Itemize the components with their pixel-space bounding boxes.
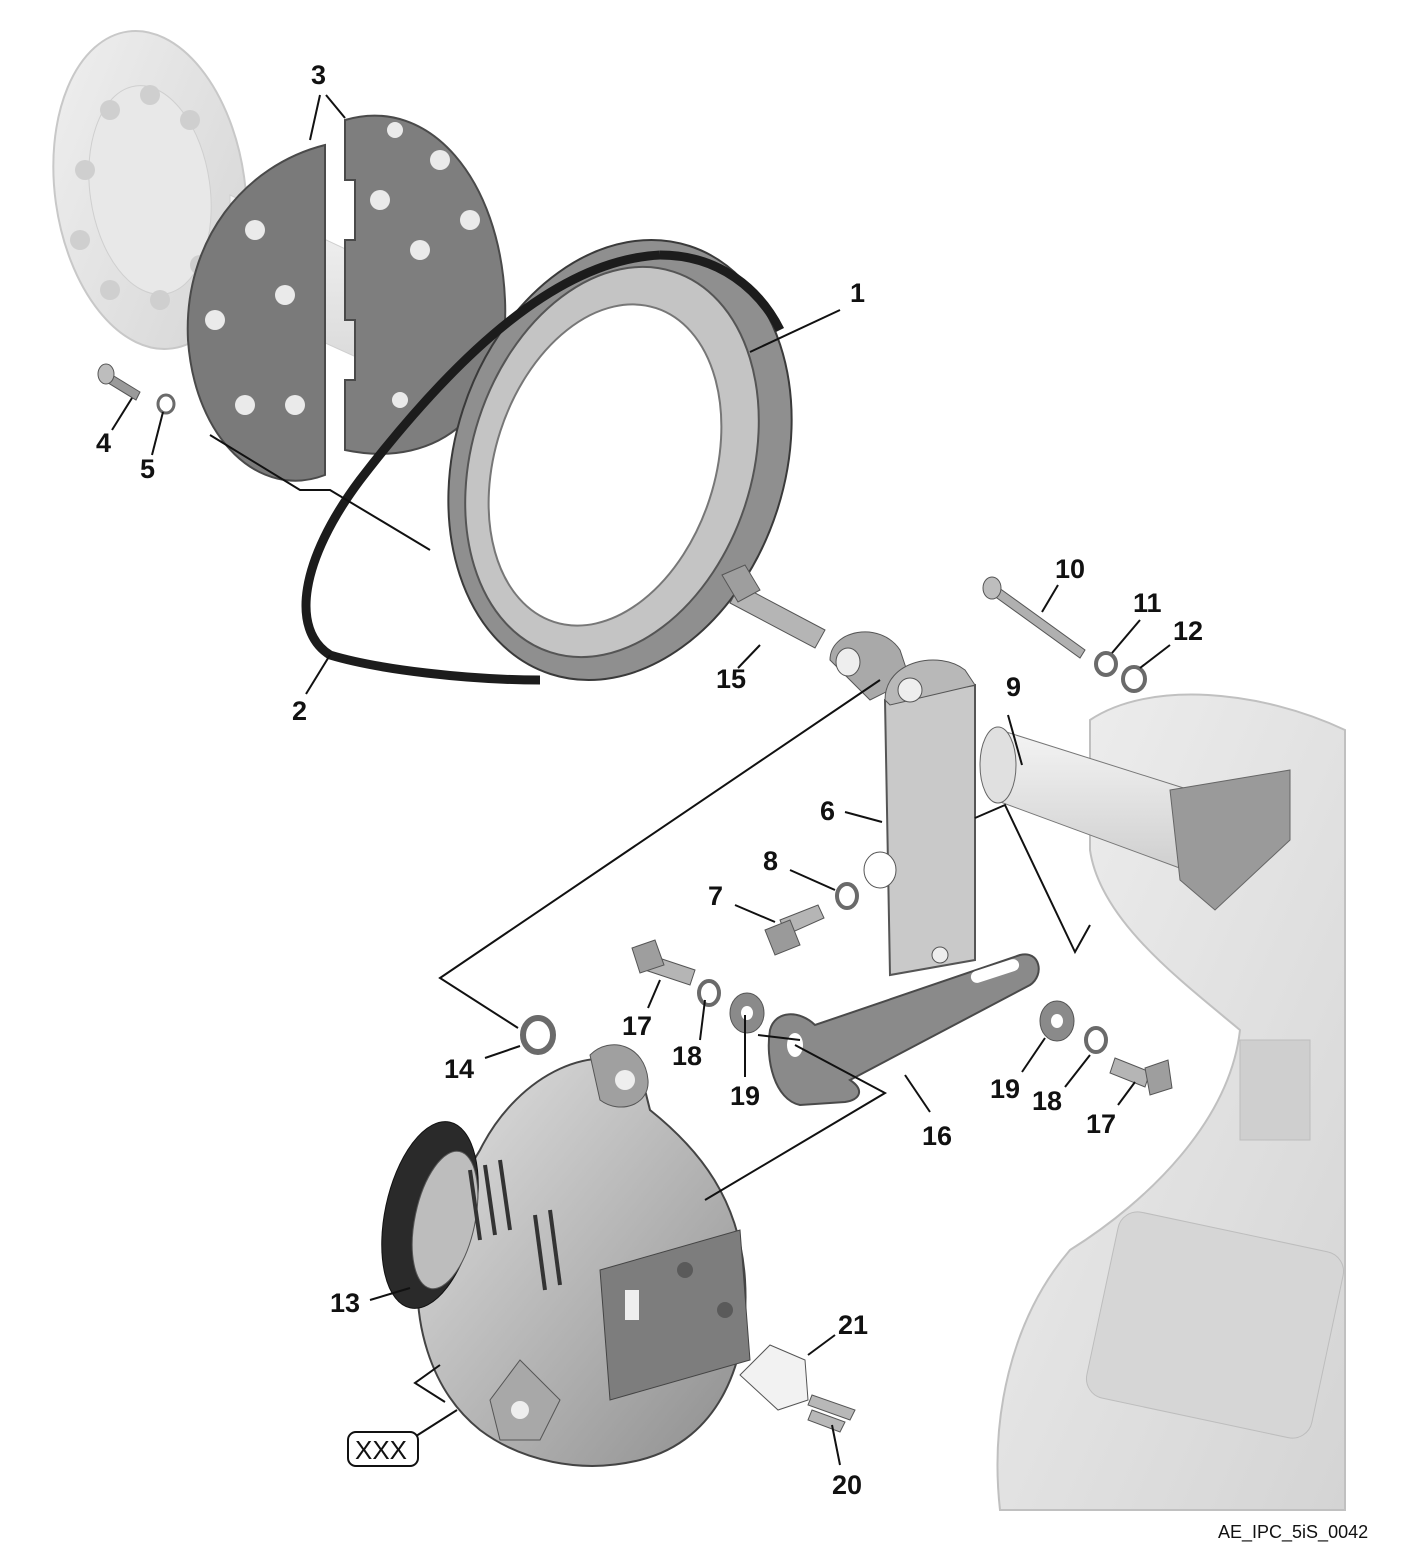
- flywheel-hub-ghost: [52, 30, 248, 350]
- hex-bolt-left: [631, 939, 696, 986]
- callout-4: 4: [96, 428, 111, 458]
- callout-7: 7: [708, 881, 723, 911]
- washer-18-right: [1084, 1026, 1108, 1054]
- connector-housing: [739, 1344, 809, 1411]
- callout-19-left: 19: [730, 1081, 760, 1111]
- alternator: [381, 1044, 751, 1467]
- callout-8: 8: [763, 846, 778, 876]
- small-washer: [156, 393, 176, 415]
- connector-terminals: [807, 1394, 856, 1433]
- callout-18-left: 18: [672, 1041, 702, 1071]
- hex-bolt-right: [1109, 1057, 1173, 1096]
- callout-5: 5: [140, 454, 155, 484]
- washer-18-left: [697, 979, 721, 1007]
- long-bolt: [982, 576, 1086, 659]
- coupling-plate-right: [344, 114, 507, 455]
- callout-labels: 1 2 3 4 5 6 7 8 9 10 11 12 13 14 15 16 1…: [96, 60, 1203, 1500]
- callout-3: 3: [311, 60, 326, 90]
- washer-19-left: [729, 992, 765, 1034]
- washer-8: [835, 882, 859, 910]
- callout-10: 10: [1055, 554, 1085, 584]
- coupling-plate-left: [186, 143, 326, 482]
- callout-20: 20: [832, 1470, 862, 1500]
- callout-18-right: 18: [1032, 1086, 1062, 1116]
- callout-17-right: 17: [1086, 1109, 1116, 1139]
- callout-13: 13: [330, 1288, 360, 1318]
- callout-1: 1: [850, 278, 865, 308]
- callout-14: 14: [444, 1054, 474, 1084]
- callout-12: 12: [1173, 616, 1203, 646]
- drive-belt: [301, 250, 785, 685]
- callout-15: 15: [716, 664, 746, 694]
- washer-14: [520, 1015, 556, 1055]
- callout-16: 16: [922, 1121, 952, 1151]
- callout-21: 21: [838, 1310, 868, 1340]
- callout-2: 2: [292, 696, 307, 726]
- pivot-bolt: [721, 564, 826, 649]
- callout-6: 6: [820, 796, 835, 826]
- washer-11: [1094, 651, 1118, 677]
- engine-block-ghost: [996, 693, 1346, 1511]
- small-bolt: [97, 363, 141, 401]
- washer-19-right: [1039, 1000, 1075, 1042]
- reference-box: XXX: [347, 1431, 419, 1467]
- document-id: AE_IPC_5iS_0042: [1218, 1522, 1368, 1543]
- callout-19-right: 19: [990, 1074, 1020, 1104]
- callout-9: 9: [1006, 672, 1021, 702]
- socket-bolt: [764, 904, 825, 956]
- washer-12: [1121, 665, 1147, 693]
- pulley: [447, 239, 793, 681]
- leader-lines: [111, 94, 1171, 1466]
- reference-box-label: XXX: [355, 1435, 407, 1465]
- support-shaft: [979, 726, 1291, 911]
- callout-17-left: 17: [622, 1011, 652, 1041]
- support-bracket: [829, 631, 976, 977]
- callout-11: 11: [1133, 588, 1162, 618]
